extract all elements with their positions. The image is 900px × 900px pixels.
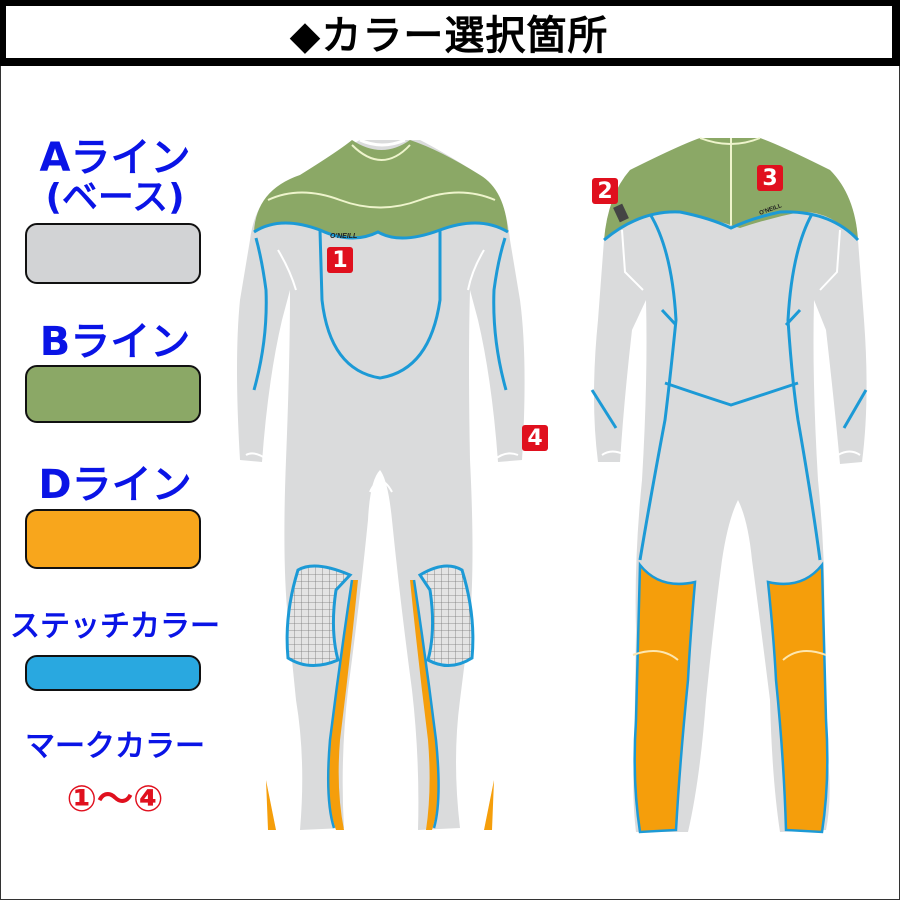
mark-badge-3[interactable]: 3 [757,165,783,191]
front-b-line-panel [254,140,508,239]
page-title: ◆カラー選択箇所 [289,13,609,59]
front-stitch-chest [318,229,442,380]
legend-stitch-label: ステッチカラー [10,609,220,644]
swatch-a-line[interactable] [25,223,201,284]
legend-mark-range: ①〜④ [66,779,164,820]
legend-a-label: Aライン [39,135,191,181]
swatch-stitch-color[interactable] [25,655,201,691]
front-knee-grid-left [285,564,353,667]
front-d-line-right [410,580,439,830]
title-bar: ◆カラー選択箇所 [0,0,900,66]
front-logo: O'NEILL [330,233,357,240]
legend-b-label: Bライン [39,319,191,365]
title-box: ◆カラー選択箇所 [6,6,892,59]
mark-badge-2[interactable]: 2 [592,178,618,204]
swatch-b-line[interactable] [25,365,201,423]
mark-badge-1[interactable]: 1 [327,247,353,273]
back-stitch-torso-left [638,213,678,561]
legend-d-label: Dライン [38,462,192,508]
mark-badge-4[interactable]: 4 [522,425,548,451]
back-d-line-right [766,561,829,834]
back-stitch-waist [664,381,799,407]
legend-mark-label: マークカラー [25,729,205,764]
legend-a-sublabel: (ベース) [45,177,185,218]
back-stitch-torso-right [786,213,822,561]
front-stitch-neckline [253,221,509,240]
swatch-d-line[interactable] [25,509,201,569]
front-d-line-left [328,580,358,830]
front-knee-grid-right [417,564,475,667]
back-d-line-left [633,561,697,834]
